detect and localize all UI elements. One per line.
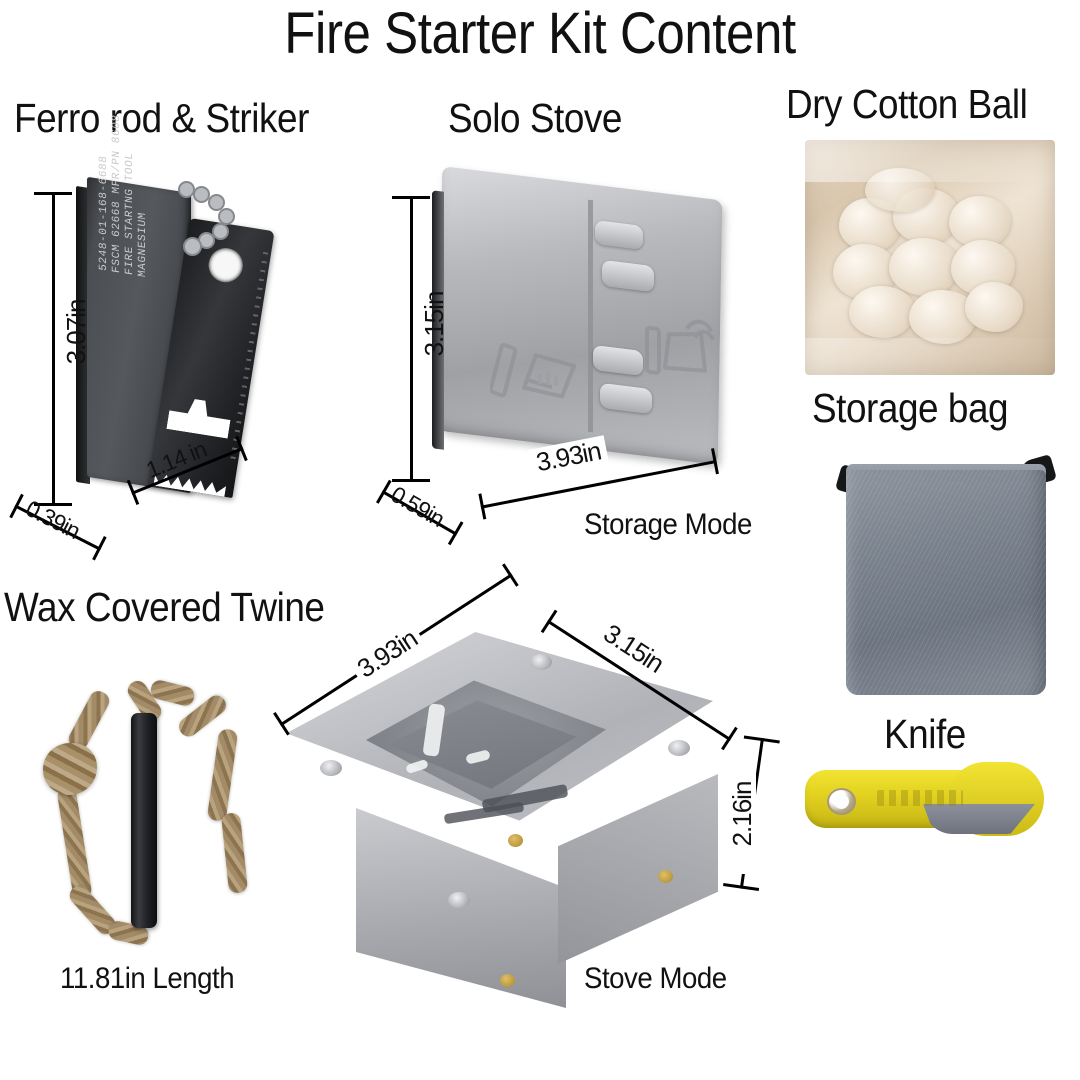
knife-image [805, 762, 1044, 842]
stove-screw [658, 870, 673, 883]
twine-ferro-rod [131, 713, 157, 928]
twine-length-label: 11.81in Length [60, 962, 235, 995]
section-heading-dry-cotton-ball: Dry Cotton Ball [786, 81, 1028, 127]
section-heading-solo-stove: Solo Stove [448, 95, 622, 141]
stove-front-panel [356, 808, 566, 1008]
cotton-ball [965, 282, 1023, 332]
stove-right-panel [558, 774, 718, 964]
chain-bead [193, 186, 210, 203]
storage-mode-label: Storage Mode [584, 508, 752, 541]
engraving-line-1: 5248-01-168-6688 [98, 154, 110, 272]
section-heading-storage-bag: Storage bag [812, 385, 1009, 431]
bag-fabric-body [846, 470, 1046, 695]
stove-embossed-fire-icon [643, 301, 723, 389]
stove-rivet [668, 740, 690, 756]
knife-handle-stamp [877, 790, 963, 806]
stove-mode-label: Stove Mode [584, 962, 727, 995]
twine-knot [43, 743, 97, 795]
cotton-ball [949, 196, 1011, 248]
chain-bead [218, 208, 235, 225]
page-title: Fire Starter Kit Content [284, 1, 796, 66]
chain-bead [183, 237, 202, 256]
twine-strand [206, 728, 239, 822]
twine-strand [220, 812, 249, 894]
stove-screw [500, 974, 515, 987]
chain-bead [208, 194, 225, 211]
ferro-rod-striker-image: 5248-01-168-6688 FSCM 62668 MFR/PN 8608 … [60, 114, 350, 525]
knife-lanyard-grommet [827, 788, 856, 815]
cotton-ball [889, 238, 959, 296]
bag-sheen [805, 140, 1055, 182]
engraving-line-2: FSCM 62668 MFR/PN 8608 [111, 113, 123, 274]
striker-lanyard-hole [206, 245, 246, 285]
bag-seal [805, 338, 1055, 375]
stove-screw [508, 834, 523, 847]
dimension-label-ferro-height: 3.07in [61, 299, 91, 365]
section-heading-knife: Knife [884, 711, 966, 757]
stove-rivet [530, 654, 552, 670]
section-heading-ferro-rod: Ferro rod & Striker [14, 95, 309, 141]
engraving-line-4: MAGNESIUM [137, 211, 149, 279]
chain-bead [212, 223, 229, 240]
cotton-ball [849, 286, 915, 338]
solo-stove-storage-image [430, 166, 730, 478]
storage-bag-image [835, 452, 1057, 697]
engraving-line-3: FIRE STARTNG TOOL [124, 151, 136, 277]
section-heading-wax-covered-twine: Wax Covered Twine [4, 584, 325, 630]
dry-cotton-ball-image [805, 140, 1055, 375]
stove-embossed-setup-icon [488, 322, 595, 415]
dimension-label-stove-storage-height: 3.15in [419, 291, 449, 357]
wax-covered-twine-image [35, 677, 270, 947]
stove-rivet [448, 892, 470, 908]
twine-strand [56, 786, 93, 900]
dimension-label-stove-open-height: 2.16in [727, 754, 757, 874]
magnesium-engraving-text: 5248-01-168-6688 FSCM 62668 MFR/PN 8608 … [98, 70, 149, 278]
stove-rivet [320, 760, 342, 776]
striker-bottle-opener-notch [166, 395, 233, 438]
